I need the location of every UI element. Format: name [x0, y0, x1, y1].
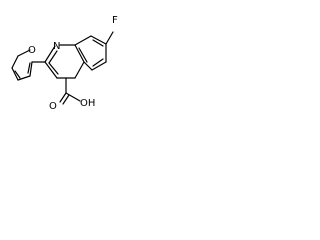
furan-oxygen-label: O [28, 45, 36, 56]
carbon-fluorine-bond [105, 31, 114, 45]
carboxyl-oh-bond [65, 92, 81, 102]
ring-bond [74, 35, 92, 46]
ring-double-bond [48, 50, 58, 64]
ring-bond [90, 35, 107, 45]
furan-ring [11, 49, 33, 81]
ring-double-bond [92, 39, 104, 47]
benzene-ring [74, 35, 107, 71]
ring-bond [44, 61, 58, 79]
furan-double-bond [27, 62, 31, 74]
furan-bond [11, 67, 19, 81]
hydroxyl-label: OH [80, 98, 95, 109]
carbonyl-double-bond [59, 92, 67, 103]
ring-bond [83, 61, 93, 71]
furan-bond [17, 49, 31, 57]
fluorine-label: F [112, 15, 118, 26]
ring-double-bond [48, 62, 59, 75]
furan-bond [17, 75, 31, 81]
ring-nitrogen-label: N [53, 41, 60, 52]
ring-bond [74, 44, 85, 63]
furan-double-bond [14, 70, 21, 79]
carbonyl-oxygen-label: O [49, 101, 57, 112]
furan-bond [29, 61, 33, 77]
pyridine-ring [44, 44, 85, 79]
furan-bond [11, 55, 19, 69]
ring-double-bond [92, 58, 104, 67]
ring-bond [74, 61, 85, 79]
ring-bond [91, 61, 107, 71]
carbonyl-double-bond [62, 94, 70, 105]
carboxylic-acid-group [59, 77, 81, 105]
ring-bond [44, 45, 56, 63]
molecule-structure: F N O O OH [11, 15, 118, 112]
ring-double-bond [78, 47, 88, 63]
